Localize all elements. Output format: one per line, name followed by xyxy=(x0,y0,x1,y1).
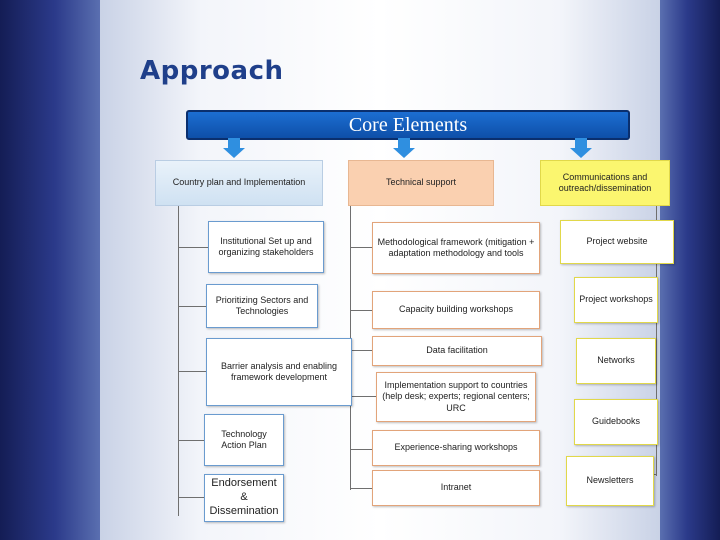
connector-line xyxy=(178,306,206,307)
item-barrier-analysis: Barrier analysis and enabling framework … xyxy=(206,338,352,406)
item-intranet: Intranet xyxy=(372,470,540,506)
arrow-down-icon xyxy=(570,138,592,158)
item-endorsement: Endorsement & Dissemination xyxy=(204,474,284,522)
column-header-technical-support: Technical support xyxy=(348,160,494,206)
background-right xyxy=(660,0,720,540)
connector-line xyxy=(178,206,179,516)
item-methodological-framework: Methodological framework (mitigation + a… xyxy=(372,222,540,274)
item-technology-action-plan: Technology Action Plan xyxy=(204,414,284,466)
connector-line xyxy=(178,247,208,248)
item-implementation-support: Implementation support to countries (hel… xyxy=(376,372,536,422)
connector-line xyxy=(178,440,204,441)
item-experience-sharing: Experience-sharing workshops xyxy=(372,430,540,466)
background-left xyxy=(0,0,100,540)
connector-line xyxy=(350,449,372,450)
item-project-website: Project website xyxy=(560,220,674,264)
core-elements-bar: Core Elements xyxy=(186,110,630,140)
connector-line xyxy=(178,497,204,498)
item-institutional-setup: Institutional Set up and organizing stak… xyxy=(208,221,324,273)
column-header-communications: Communications and outreach/disseminatio… xyxy=(540,160,670,206)
connector-line xyxy=(350,396,376,397)
connector-line xyxy=(350,247,372,248)
item-guidebooks: Guidebooks xyxy=(574,399,658,445)
arrow-down-icon xyxy=(223,138,245,158)
connector-line xyxy=(656,206,657,476)
connector-line xyxy=(350,310,372,311)
column-header-country-plan: Country plan and Implementation xyxy=(155,160,323,206)
item-newsletters: Newsletters xyxy=(566,456,654,506)
connector-line xyxy=(350,488,372,489)
slide-title: Approach xyxy=(140,56,284,86)
connector-line xyxy=(178,371,206,372)
item-networks: Networks xyxy=(576,338,656,384)
item-project-workshops: Project workshops xyxy=(574,277,658,323)
item-data-facilitation: Data facilitation xyxy=(372,336,542,366)
connector-line xyxy=(350,350,372,351)
item-prioritizing-sectors: Prioritizing Sectors and Technologies xyxy=(206,284,318,328)
item-capacity-building: Capacity building workshops xyxy=(372,291,540,329)
arrow-down-icon xyxy=(393,138,415,158)
